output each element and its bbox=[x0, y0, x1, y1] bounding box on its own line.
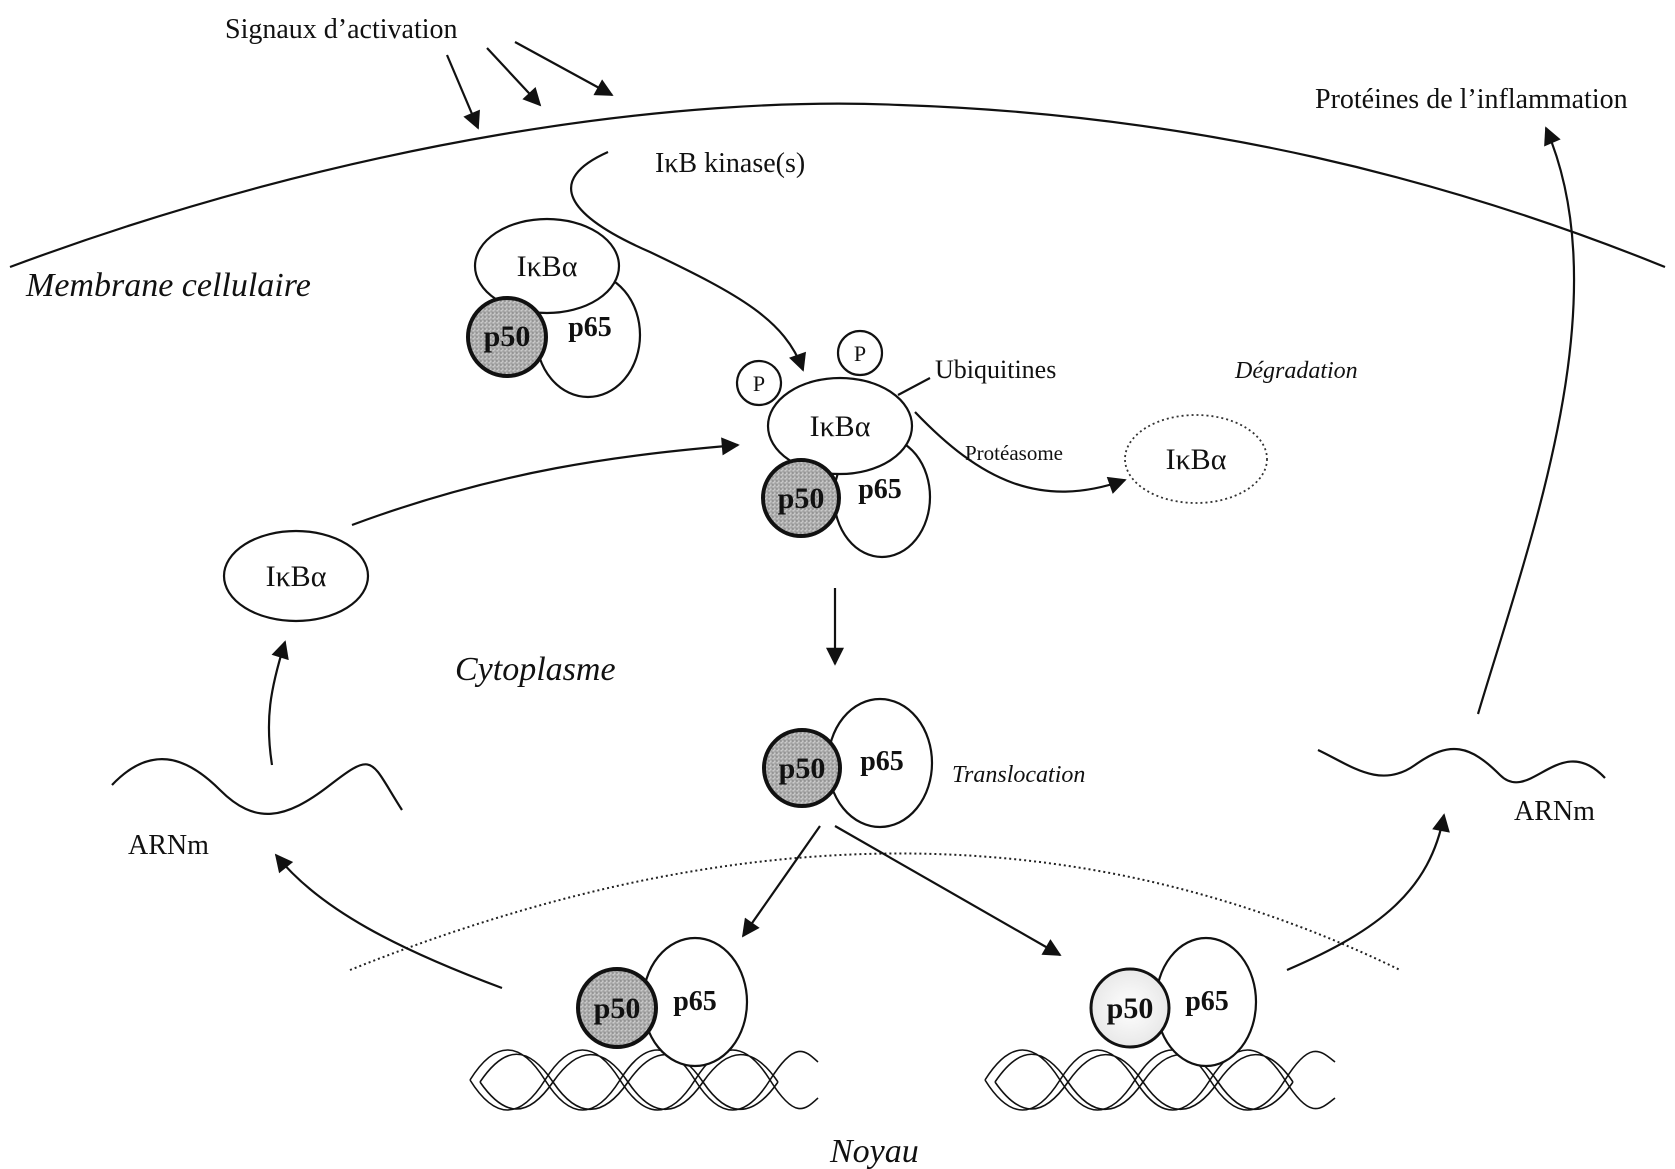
proteines-label: Protéines de l’inflammation bbox=[1315, 84, 1628, 115]
signal-arrow-1 bbox=[445, 54, 480, 130]
phosphate-label-left: P bbox=[753, 371, 765, 396]
translocation-label: Translocation bbox=[952, 762, 1085, 788]
p50-label: p50 bbox=[778, 482, 825, 515]
ikba-oval bbox=[473, 217, 621, 315]
ubiquitines-line bbox=[897, 377, 931, 396]
translocation-arrow-left bbox=[741, 825, 821, 938]
noyau-label: Noyau bbox=[829, 1133, 919, 1169]
ikba-label: IκBα bbox=[517, 250, 578, 283]
dna-helix-left bbox=[469, 1049, 819, 1111]
signal-arrow-3 bbox=[514, 41, 614, 96]
ikk-label: IκB kinase(s) bbox=[655, 148, 805, 179]
p65-label: p65 bbox=[858, 474, 902, 505]
p50-label: p50 bbox=[484, 320, 531, 353]
ikba-return-arrow bbox=[351, 437, 740, 527]
translocation-arrow-right bbox=[834, 825, 1062, 956]
ubiquitines-label: Ubiquitines bbox=[935, 355, 1056, 384]
degraded-ikba-oval bbox=[1124, 414, 1268, 504]
signal-arrow-2 bbox=[486, 47, 542, 107]
ikba-label: IκBα bbox=[810, 410, 871, 443]
inactive-nfkb-complex: IκBα p50 p65 bbox=[466, 217, 642, 399]
phosphate-circle-left bbox=[735, 359, 783, 407]
signals-label: Signaux d’activation bbox=[225, 14, 458, 45]
mrna-wave-right bbox=[1317, 747, 1606, 784]
mrna-wave-left bbox=[111, 758, 403, 815]
ikk-arrow bbox=[569, 150, 806, 372]
dna-bound-nfkb-left: p50 p65 bbox=[469, 936, 819, 1111]
mrna-to-ikba-arrow bbox=[267, 640, 289, 766]
phosphorylated-complex: IκBα p50 p65 P P bbox=[735, 329, 932, 559]
dna-helix-right bbox=[984, 1049, 1336, 1111]
arnm-label-left: ARNm bbox=[128, 830, 209, 861]
transcription-arrow-left bbox=[274, 853, 503, 990]
p50-circle bbox=[1089, 967, 1171, 1049]
p65-label: p65 bbox=[1185, 986, 1229, 1017]
transcription-arrow-right bbox=[1286, 813, 1450, 972]
degraded-ikba-label: IκBα bbox=[1166, 443, 1227, 476]
p50-label: p50 bbox=[594, 992, 641, 1025]
translation-arrow-right bbox=[1476, 126, 1576, 715]
arnm-label-right: ARNm bbox=[1514, 796, 1595, 827]
p50-circle bbox=[466, 296, 548, 378]
phosphate-label-top: P bbox=[854, 341, 866, 366]
new-ikba-label: IκBα bbox=[266, 560, 327, 593]
new-ikba-oval bbox=[222, 529, 370, 623]
degradation-label: Dégradation bbox=[1234, 358, 1358, 384]
p65-label: p65 bbox=[860, 746, 904, 777]
proteasome-label: Protéasome bbox=[965, 441, 1063, 465]
proteasome-arrow bbox=[914, 411, 1127, 494]
nuclear-envelope bbox=[349, 852, 1401, 971]
cell-membrane bbox=[9, 102, 1666, 269]
p50-circle bbox=[761, 458, 841, 538]
p50-circle bbox=[576, 967, 658, 1049]
phosphate-circle-top bbox=[836, 329, 884, 377]
cytoplasme-label: Cytoplasme bbox=[455, 651, 616, 688]
p65-label: p65 bbox=[568, 312, 612, 343]
membrane-label: Membrane cellulaire bbox=[25, 267, 311, 304]
dna-bound-nfkb-right: p50 p65 bbox=[984, 936, 1336, 1111]
free-nfkb: p50 p65 bbox=[762, 697, 934, 829]
ikba-oval bbox=[766, 376, 914, 476]
p50-circle bbox=[762, 728, 842, 808]
p50-label: p50 bbox=[1107, 992, 1154, 1025]
p65-label: p65 bbox=[673, 986, 717, 1017]
p50-label: p50 bbox=[779, 752, 826, 785]
